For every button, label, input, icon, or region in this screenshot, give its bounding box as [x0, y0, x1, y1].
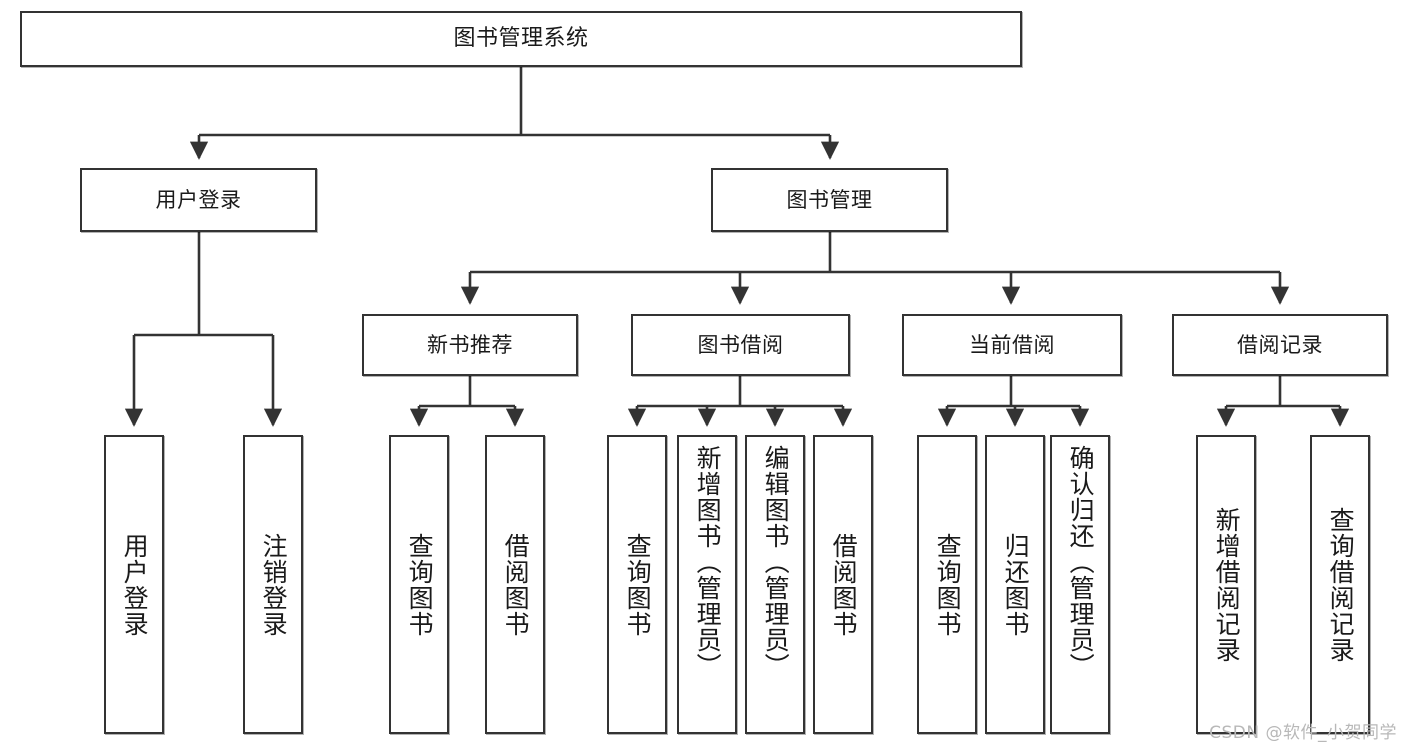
node-current-borrow[interactable]: 当前借阅 [902, 314, 1122, 376]
node-leaf-return-book[interactable]: 归还图书 [985, 435, 1045, 734]
node-leaf-query-book-2[interactable]: 查询图书 [607, 435, 667, 734]
node-book-borrow[interactable]: 图书借阅 [631, 314, 850, 376]
node-leaf-borrow-book-1-label: 借阅图书 [501, 532, 531, 637]
node-leaf-confirm-return-admin[interactable]: 确认归还（管理员） [1050, 435, 1110, 734]
node-book-borrow-label: 图书借阅 [697, 332, 784, 357]
node-leaf-return-book-label: 归还图书 [1001, 532, 1031, 637]
node-leaf-logout[interactable]: 注销登录 [243, 435, 303, 734]
node-leaf-add-borrow-record-label: 新增借阅记录 [1212, 506, 1242, 663]
node-borrow-record-label: 借阅记录 [1237, 332, 1323, 357]
node-leaf-confirm-return-admin-label: 确认归还（管理员） [1066, 445, 1096, 679]
node-new-book-recommend-label: 新书推荐 [427, 332, 513, 357]
node-leaf-user-login-label: 用户登录 [120, 532, 150, 637]
node-leaf-add-book-admin-label: 新增图书（管理员） [693, 445, 723, 679]
node-root[interactable]: 图书管理系统 [20, 11, 1022, 67]
node-book-manage-label: 图书管理 [786, 187, 873, 212]
node-leaf-query-book-3-label: 查询图书 [933, 532, 963, 637]
node-leaf-edit-book-admin[interactable]: 编辑图书（管理员） [745, 435, 805, 734]
node-leaf-borrow-book-2[interactable]: 借阅图书 [813, 435, 873, 734]
node-leaf-query-book-1-label: 查询图书 [405, 532, 435, 637]
node-leaf-add-book-admin[interactable]: 新增图书（管理员） [677, 435, 737, 734]
node-leaf-query-borrow-record-label: 查询借阅记录 [1326, 506, 1356, 663]
node-root-label: 图书管理系统 [453, 26, 589, 52]
node-borrow-record[interactable]: 借阅记录 [1172, 314, 1388, 376]
node-user-login-label: 用户登录 [155, 187, 242, 212]
node-new-book-recommend[interactable]: 新书推荐 [362, 314, 578, 376]
node-leaf-query-book-2-label: 查询图书 [623, 532, 653, 637]
node-leaf-edit-book-admin-label: 编辑图书（管理员） [761, 445, 791, 679]
node-leaf-add-borrow-record[interactable]: 新增借阅记录 [1196, 435, 1256, 734]
node-leaf-borrow-book-2-label: 借阅图书 [829, 532, 859, 637]
node-leaf-query-book-1[interactable]: 查询图书 [389, 435, 449, 734]
node-leaf-query-book-3[interactable]: 查询图书 [917, 435, 977, 734]
node-book-manage[interactable]: 图书管理 [711, 168, 948, 232]
node-leaf-logout-label: 注销登录 [259, 532, 289, 637]
node-leaf-query-borrow-record[interactable]: 查询借阅记录 [1310, 435, 1370, 734]
node-user-login[interactable]: 用户登录 [80, 168, 317, 232]
node-leaf-borrow-book-1[interactable]: 借阅图书 [485, 435, 545, 734]
node-current-borrow-label: 当前借阅 [969, 332, 1055, 357]
node-leaf-user-login[interactable]: 用户登录 [104, 435, 164, 734]
